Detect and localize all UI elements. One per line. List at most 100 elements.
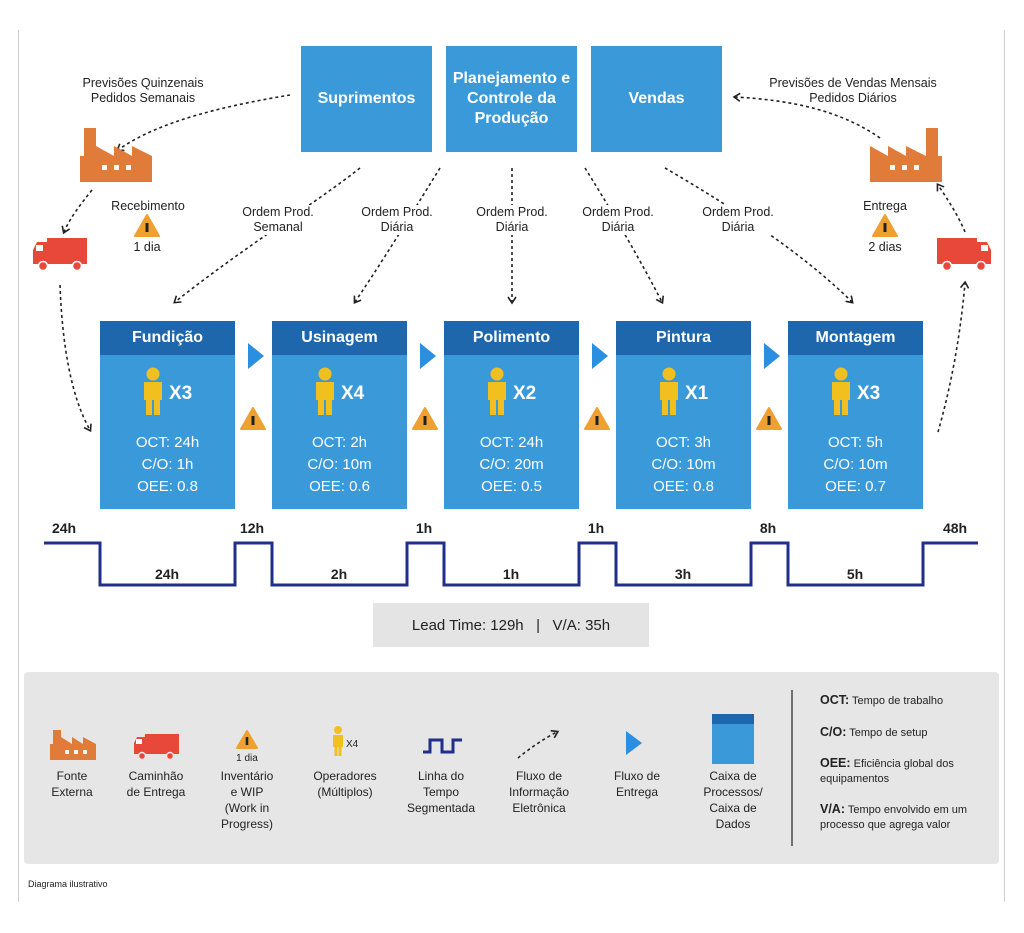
order-label-3-line2: Diária <box>495 220 529 234</box>
recebimento-label: Recebimento <box>111 199 185 213</box>
operator-count: X1 <box>685 383 709 404</box>
order-flow-usinagem <box>353 167 441 305</box>
lead-time-box: Lead Time: 129h | V/A: 35h <box>373 603 649 647</box>
order-label-1: Ordem Prod. Semanal <box>228 205 328 235</box>
legend-caminhao-label: Caminhão de Entrega <box>126 769 186 799</box>
process-co: C/O: 10m <box>307 456 372 473</box>
legend-wip-time: 1 dia <box>236 753 258 764</box>
timeline-wait-label: 48h <box>942 520 968 536</box>
order-label-4-line1: Ordem Prod. <box>582 205 654 219</box>
operator-count: X4 <box>341 383 365 404</box>
delivery-flow-arrows <box>248 343 780 369</box>
definition-co-text: Tempo de setup <box>849 727 928 739</box>
order-label-3-line1: Ordem Prod. <box>476 205 548 219</box>
lead-time-text: Lead Time: 129h | V/A: 35h <box>411 616 611 634</box>
inventory-warning-icon-entrega <box>872 214 898 237</box>
caption: Diagrama ilustrativo <box>28 879 108 889</box>
recebimento-time: 1 dia <box>133 240 161 254</box>
process-oee: OEE: 0.8 <box>137 478 198 495</box>
legend-info-flow-icon <box>517 729 560 759</box>
right-forecast-line1: Previsões de Vendas Mensais <box>769 76 937 90</box>
process-oct: OCT: 24h <box>135 434 200 451</box>
delivery-truck-icon-left <box>33 238 87 272</box>
segmented-timeline <box>44 541 978 587</box>
definition-oee: OEE: Eficiência global dos equipamentos <box>820 756 990 787</box>
operator-icon <box>488 367 506 415</box>
left-forecast-note: Previsões Quinzenais Pedidos Semanais <box>58 76 228 106</box>
order-flow-pintura <box>584 167 665 305</box>
timeline-wait-label: 1h <box>587 520 605 536</box>
legend-panel <box>24 672 999 864</box>
order-label-4: Ordem Prod. Diária <box>568 205 668 235</box>
timeline-wait-label: 1h <box>415 520 433 536</box>
definition-va-term: V/A: <box>820 802 845 816</box>
timeline-wait-label: 8h <box>759 520 777 536</box>
legend-fluxo-info-label: Fluxo de Informação Eletrônica <box>508 769 570 815</box>
external-source-factory-icon-right <box>870 128 942 182</box>
legend-operator-icon <box>333 726 343 756</box>
process-co: C/O: 10m <box>651 456 716 473</box>
order-label-2: Ordem Prod. Diária <box>347 205 447 235</box>
legend-wip-label: Inventário e WIP (Work in Progress) <box>220 769 274 831</box>
legend-timeline-icon <box>423 738 462 754</box>
delivery-flow-truck-to-factory <box>936 182 966 233</box>
definition-co-term: C/O: <box>820 725 847 739</box>
left-forecast-line1: Previsões Quinzenais <box>82 76 204 90</box>
legend-caixa-label: Caixa de Processos/ Caixa de Dados <box>703 769 763 831</box>
order-label-5: Ordem Prod. Diária <box>688 205 788 235</box>
process-oct: OCT: 5h <box>827 434 884 451</box>
definition-oct-text: Tempo de trabalho <box>852 695 944 707</box>
process-oee: OEE: 0.5 <box>481 478 542 495</box>
legend-fluxo-entrega-label: Fluxo de Entrega <box>613 769 661 799</box>
info-flow-factory-to-vendas <box>732 92 881 139</box>
order-label-1-line2: Semanal <box>253 220 303 234</box>
legend-fonte-label: Fonte Externa <box>51 769 93 799</box>
order-flow-montagem <box>664 167 854 304</box>
legend-delivery-flow-icon <box>626 731 642 755</box>
legend-warning-icon <box>236 730 258 749</box>
delivery-flow-truck-to-fundicao <box>59 284 92 433</box>
delivery-truck-icon-right <box>937 238 991 272</box>
operator-count: X2 <box>513 383 537 404</box>
process-oct: OCT: 3h <box>655 434 712 451</box>
operator-count: X3 <box>169 383 193 404</box>
timeline-process-label: 24h <box>154 566 180 582</box>
definition-oct: OCT: Tempo de trabalho <box>820 693 990 709</box>
definition-oct-term: OCT: <box>820 693 850 707</box>
legend-operators-count: X4 <box>346 739 359 750</box>
definition-va-text: Tempo envolvido em um processo que agreg… <box>820 804 968 831</box>
legend-operadores-label: Operadores (Múltiplos) <box>313 769 377 799</box>
timeline-process-label: 5h <box>846 566 864 582</box>
timeline-process-label: 2h <box>330 566 348 582</box>
external-source-factory-icon-left <box>80 128 152 182</box>
right-forecast-line2: Pedidos Diários <box>809 91 897 105</box>
process-oee: OEE: 0.6 <box>309 478 370 495</box>
timeline-wait-label: 24h <box>51 520 77 536</box>
definition-oee-term: OEE: <box>820 756 851 770</box>
definition-co: C/O: Tempo de setup <box>820 725 990 741</box>
process-name: Pintura <box>616 321 751 355</box>
process-co: C/O: 1h <box>141 456 194 473</box>
wip-warning-icon-3 <box>584 407 610 430</box>
definition-va: V/A: Tempo envolvido em um processo que … <box>820 802 980 833</box>
vendas-label: Vendas <box>628 90 685 107</box>
operator-icon <box>316 367 334 415</box>
vendas-box: Vendas <box>591 46 722 152</box>
legend-truck-icon <box>134 734 179 761</box>
planejamento-label: Planejamento e Controle da Produção <box>452 70 571 127</box>
process-oee: OEE: 0.7 <box>825 478 886 495</box>
order-label-4-line2: Diária <box>601 220 635 234</box>
process-oct: OCT: 24h <box>479 434 544 451</box>
wip-warning-icon-1 <box>240 407 266 430</box>
inventory-warning-icon-recebimento <box>134 214 160 237</box>
process-oct: OCT: 2h <box>311 434 368 451</box>
entrega-label: Entrega <box>863 199 907 213</box>
info-flow-suprimentos-to-factory <box>116 94 291 152</box>
